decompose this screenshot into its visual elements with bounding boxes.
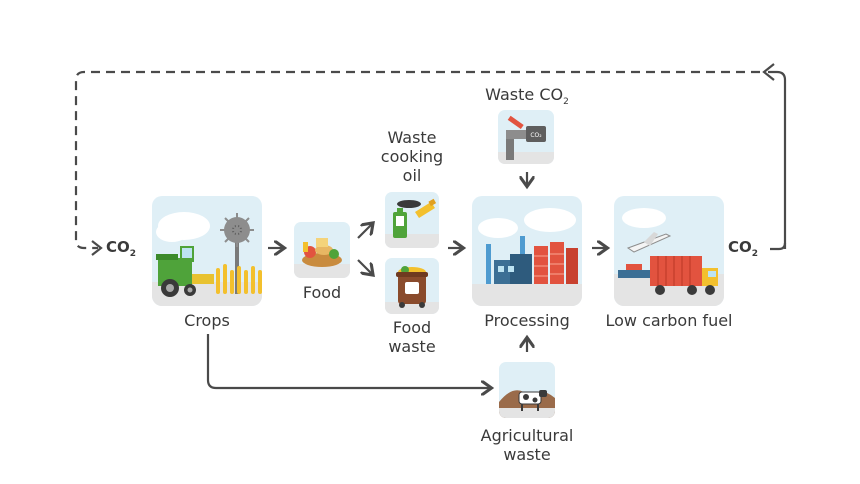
crops-label: Crops [184,311,230,330]
harvester-field-icon [152,196,262,306]
transport-icon [614,196,724,306]
food-basket-icon [294,222,350,278]
agricultural-waste-label: Agricultural waste [480,426,574,464]
co2-left-label: CO2 [106,238,137,259]
cooking-oil-icon [385,192,439,248]
waste-cooking-oil-label: Waste cooking oil [380,128,444,185]
refinery-icon [472,196,582,306]
arrow-food-oil [357,224,372,239]
co2-pipe-icon: CO₂ [498,110,554,164]
food-label: Food [302,283,342,302]
arrow-food-waste [357,259,372,274]
food-waste-label: Food waste [388,318,436,356]
arrow-crops-agri [206,334,490,388]
processing-label: Processing [484,311,570,330]
low-carbon-fuel-label: Low carbon fuel [605,311,733,330]
waste-co2-label: Waste CO2 [485,85,569,108]
co2-right-label: CO2 [728,238,759,259]
food-waste-bin-icon [385,258,439,314]
cow-field-icon [499,362,555,418]
svg-text:CO₂: CO₂ [530,132,542,139]
co2-recycle-loop [768,70,787,249]
